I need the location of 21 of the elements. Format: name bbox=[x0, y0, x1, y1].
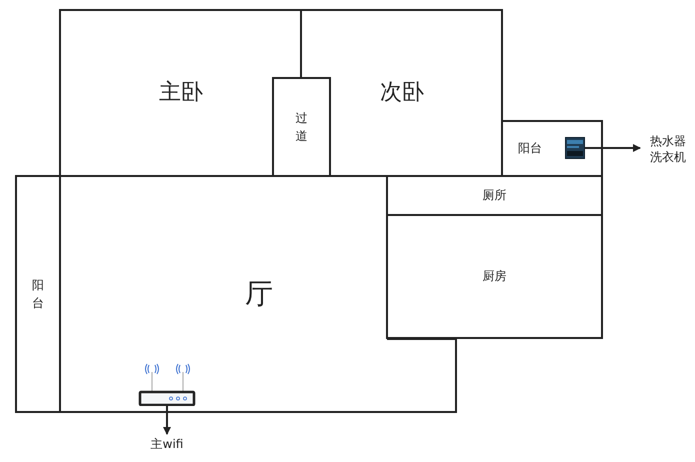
room-outline bbox=[59, 9, 273, 177]
device-label: 主wifi bbox=[150, 437, 184, 453]
arrow bbox=[585, 144, 641, 152]
room-outline bbox=[15, 175, 61, 413]
room-outline bbox=[386, 175, 603, 216]
room-label: 厅 bbox=[245, 276, 273, 312]
arrow bbox=[163, 406, 171, 435]
router-icon bbox=[138, 362, 196, 406]
room-label: 厕所 bbox=[482, 188, 506, 204]
room-outline bbox=[386, 214, 603, 339]
room-label: 厨房 bbox=[482, 268, 506, 284]
room-label: 过道 bbox=[294, 110, 308, 145]
room-outline bbox=[501, 120, 603, 177]
room-label: 主卧 bbox=[159, 78, 203, 107]
device-label: 热水器 bbox=[650, 134, 686, 150]
room-label: 阳台 bbox=[31, 277, 45, 312]
room-outline bbox=[272, 77, 331, 177]
room-label: 阳台 bbox=[518, 140, 542, 156]
device-label: 洗衣机 bbox=[650, 150, 686, 166]
appliance-icon bbox=[565, 137, 585, 159]
room-label: 次卧 bbox=[380, 78, 424, 107]
